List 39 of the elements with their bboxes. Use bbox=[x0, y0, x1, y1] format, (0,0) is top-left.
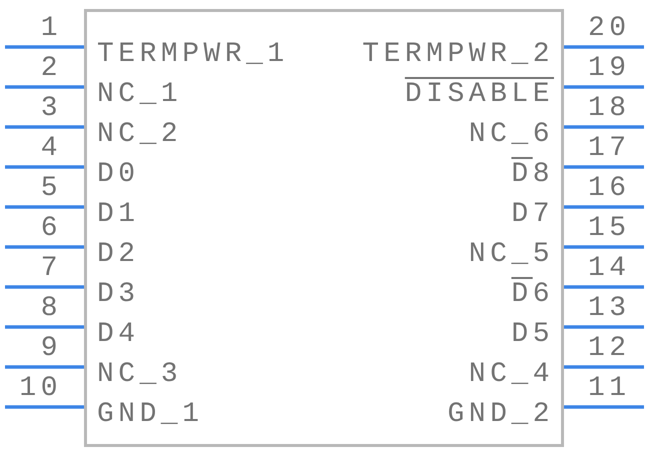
pin-number: 13 bbox=[588, 296, 631, 322]
ic-body bbox=[84, 9, 564, 447]
pin-name: D3 bbox=[97, 282, 140, 308]
pin-name: DISABLE bbox=[404, 82, 554, 108]
pin-name: D2 bbox=[97, 242, 140, 268]
pin-name: TERMPWR_2 bbox=[362, 42, 554, 68]
pin-number: 19 bbox=[588, 56, 631, 82]
pin-name: D7 bbox=[511, 202, 554, 228]
pin-number: 10 bbox=[19, 376, 62, 402]
pin-number: 12 bbox=[588, 336, 631, 362]
pin-name: NC_4 bbox=[468, 362, 554, 388]
pin-number: 11 bbox=[588, 376, 631, 402]
pin-name: D4 bbox=[97, 322, 140, 348]
pin-name: GND_1 bbox=[97, 402, 204, 428]
pin-number: 3 bbox=[40, 96, 62, 122]
pin-name: NC_1 bbox=[97, 82, 182, 108]
pin-number: 1 bbox=[40, 16, 62, 42]
pin-number: 17 bbox=[588, 136, 631, 162]
pin-name: D0 bbox=[97, 162, 140, 188]
pin-number: 16 bbox=[588, 176, 631, 202]
pin-name: D1 bbox=[97, 202, 140, 228]
pin-number: 8 bbox=[40, 296, 62, 322]
pin-number: 4 bbox=[40, 136, 62, 162]
pin-number: 18 bbox=[588, 96, 631, 122]
pin-number: 6 bbox=[40, 216, 62, 242]
pin-name: GND_2 bbox=[447, 402, 554, 428]
pin-number: 2 bbox=[40, 56, 62, 82]
pin-name: NC_3 bbox=[97, 362, 182, 388]
pin-number: 9 bbox=[40, 336, 62, 362]
pin-number: 15 bbox=[588, 216, 631, 242]
pin-name: NC_6 bbox=[468, 122, 554, 148]
pin-number: 5 bbox=[40, 176, 62, 202]
pin-number: 7 bbox=[40, 256, 62, 282]
pin-number: 20 bbox=[588, 16, 631, 42]
pin-name: NC_2 bbox=[97, 122, 182, 148]
pin-name: D5 bbox=[511, 322, 554, 348]
pin-name: TERMPWR_1 bbox=[97, 42, 289, 68]
pin-number: 14 bbox=[588, 256, 631, 282]
pin-name: NC_5 bbox=[468, 242, 554, 268]
